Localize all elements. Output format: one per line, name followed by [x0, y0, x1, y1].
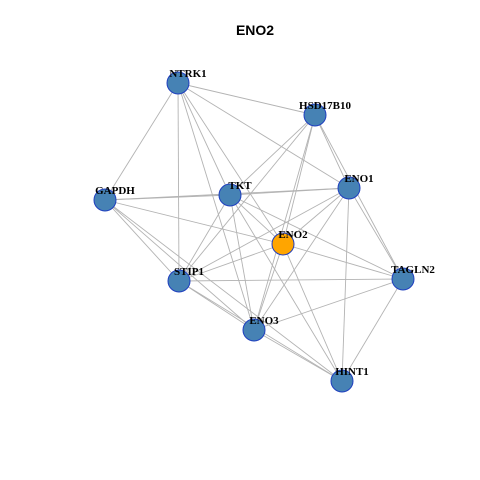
- node-label-eno1: ENO1: [344, 173, 373, 185]
- edge-ntrk1-eno2: [177, 82, 284, 245]
- edge-hsd17b10-eno3: [253, 114, 316, 331]
- node-label-tkt: TKT: [228, 180, 252, 192]
- edge-stip1-tagln2: [178, 278, 404, 282]
- edge-ntrk1-gapdh: [104, 82, 179, 201]
- node-hsd17b10[interactable]: [303, 103, 327, 127]
- edge-eno3-hint1: [253, 329, 343, 382]
- edge-ntrk1-eno1: [177, 82, 350, 189]
- node-eno2[interactable]: [271, 232, 295, 256]
- edge-eno2-stip1: [178, 243, 284, 282]
- node-label-eno3: ENO3: [249, 315, 279, 327]
- node-ntrk1[interactable]: [166, 71, 190, 95]
- edge-tkt-eno2: [229, 194, 284, 245]
- edge-tagln2-hint1: [341, 278, 404, 382]
- edge-tkt-eno3: [229, 194, 255, 331]
- node-eno3[interactable]: [242, 318, 266, 342]
- node-tkt[interactable]: [218, 183, 242, 207]
- edge-gapdh-stip1: [104, 199, 180, 282]
- edge-hsd17b10-eno2: [282, 114, 316, 245]
- edge-gapdh-eno2: [104, 199, 284, 245]
- edge-eno1-tagln2: [348, 187, 404, 280]
- node-label-gapdh: GAPDH: [95, 185, 135, 197]
- edge-eno1-hint1: [341, 187, 350, 382]
- node-label-tagln2: TAGLN2: [391, 264, 435, 276]
- edge-ntrk1-stip1: [177, 82, 180, 282]
- node-label-hint1: HINT1: [335, 366, 369, 378]
- edge-gapdh-hint1: [104, 199, 343, 382]
- edge-ntrk1-hsd17b10: [177, 82, 316, 116]
- edge-tagln2-eno3: [253, 278, 404, 331]
- diagram-title: ENO2: [236, 22, 274, 38]
- node-gapdh[interactable]: [93, 188, 117, 212]
- edge-tkt-stip1: [178, 194, 231, 282]
- edge-ntrk1-tkt: [177, 82, 231, 196]
- edge-eno2-tagln2: [282, 243, 404, 280]
- edge-eno2-eno3: [253, 243, 284, 331]
- edge-hsd17b10-stip1: [178, 114, 316, 282]
- edge-tkt-hint1: [229, 194, 343, 382]
- node-label-hsd17b10: HSD17B10: [299, 100, 351, 112]
- edge-hsd17b10-tagln2: [314, 114, 404, 280]
- node-tagln2[interactable]: [391, 267, 415, 291]
- node-layer: [93, 71, 415, 393]
- node-label-ntrk1: NTRK1: [169, 68, 206, 80]
- edge-gapdh-eno3: [104, 199, 255, 331]
- edge-hsd17b10-tkt: [229, 114, 316, 196]
- node-stip1[interactable]: [167, 269, 191, 293]
- edge-hsd17b10-eno1: [314, 114, 350, 189]
- node-label-stip1: STIP1: [174, 266, 204, 278]
- edge-eno1-eno3: [253, 187, 350, 331]
- edge-eno2-hint1: [282, 243, 343, 382]
- node-eno1[interactable]: [337, 176, 361, 200]
- node-label-eno2: ENO2: [278, 229, 308, 241]
- edge-tkt-eno1: [229, 187, 350, 196]
- node-hint1[interactable]: [330, 369, 354, 393]
- edge-layer: [104, 82, 404, 382]
- edge-eno1-eno2: [282, 187, 350, 245]
- edge-eno1-stip1: [178, 187, 350, 282]
- edge-ntrk1-eno3: [177, 82, 255, 331]
